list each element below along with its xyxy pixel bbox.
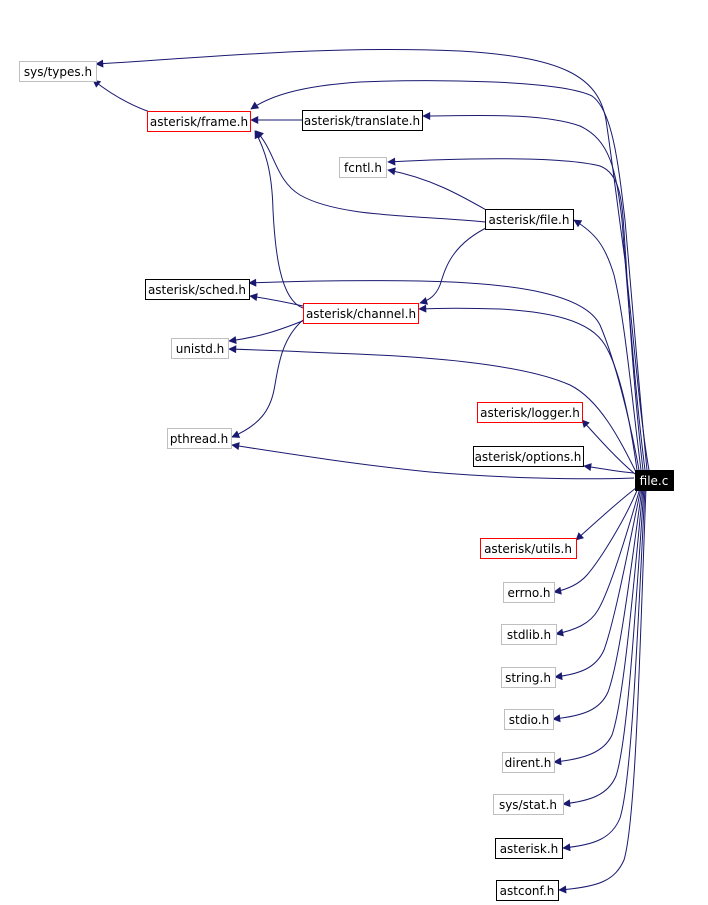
node-box bbox=[504, 709, 554, 730]
edge-file-c-to-translate bbox=[422, 111, 646, 471]
edge-channel-to-frame bbox=[254, 130, 304, 309]
node-options[interactable]: asterisk/options.h bbox=[473, 446, 584, 467]
node-label: asterisk/options.h bbox=[475, 450, 582, 464]
node-label: asterisk/utils.h bbox=[484, 542, 572, 556]
edge-file-c-to-astconf bbox=[558, 487, 647, 894]
node-label: pthread.h bbox=[170, 432, 228, 446]
edge-file-c-to-dirent bbox=[553, 487, 644, 766]
edge-file-c-to-unistd bbox=[228, 345, 637, 473]
node-label: string.h bbox=[505, 671, 551, 685]
node-box bbox=[485, 209, 574, 230]
node-box bbox=[145, 279, 250, 300]
node-asterisk[interactable]: asterisk.h bbox=[495, 838, 563, 859]
node-stdio[interactable]: stdio.h bbox=[504, 709, 554, 730]
node-box bbox=[502, 752, 555, 773]
edge-file-c-to-fcntl bbox=[387, 157, 644, 471]
node-box bbox=[503, 582, 555, 603]
node-stdlib[interactable]: stdlib.h bbox=[501, 624, 557, 645]
node-frame[interactable]: asterisk/frame.h bbox=[147, 111, 251, 132]
edge-file-c-to-channel bbox=[418, 304, 638, 471]
node-channel[interactable]: asterisk/channel.h bbox=[303, 303, 419, 324]
node-file-c-root[interactable]: file.c bbox=[635, 470, 674, 491]
node-utils[interactable]: asterisk/utils.h bbox=[480, 538, 577, 559]
edge-file-c-to-frame bbox=[250, 80, 648, 471]
node-unistd[interactable]: unistd.h bbox=[171, 338, 229, 359]
node-box bbox=[167, 428, 232, 449]
nodes-layer: sys/types.h asterisk/frame.h asterisk/tr… bbox=[19, 61, 674, 901]
node-label: file.c bbox=[640, 474, 669, 488]
node-box bbox=[147, 111, 251, 132]
node-box bbox=[501, 667, 556, 688]
node-box bbox=[501, 624, 557, 645]
edge-file-h-to-channel bbox=[419, 225, 491, 305]
edge-file-h-to-fcntl bbox=[387, 167, 489, 212]
edge-file-c-to-stdio bbox=[552, 487, 643, 723]
node-label: asterisk/file.h bbox=[489, 213, 570, 227]
node-sys-types[interactable]: sys/types.h bbox=[19, 61, 97, 82]
edge-file-c-to-options bbox=[583, 463, 635, 474]
edge-channel-to-sched bbox=[249, 293, 304, 307]
edge-file-c-to-sys-types bbox=[95, 48, 650, 471]
node-label: asterisk/logger.h bbox=[480, 406, 580, 420]
node-box bbox=[303, 303, 419, 324]
node-box bbox=[19, 61, 97, 82]
node-label: unistd.h bbox=[176, 342, 225, 356]
node-errno[interactable]: errno.h bbox=[503, 582, 555, 603]
edge-channel-to-pthread bbox=[231, 319, 304, 438]
node-box bbox=[477, 402, 583, 423]
node-label: asterisk/translate.h bbox=[304, 114, 420, 128]
node-sys-stat[interactable]: sys/stat.h bbox=[493, 794, 564, 815]
node-label: stdlib.h bbox=[507, 628, 551, 642]
edge-file-c-to-string bbox=[554, 487, 642, 681]
node-box bbox=[339, 157, 387, 178]
node-box bbox=[171, 338, 229, 359]
node-label: stdio.h bbox=[509, 713, 549, 727]
edge-channel-to-unistd bbox=[228, 319, 306, 345]
node-pthread[interactable]: pthread.h bbox=[167, 428, 232, 449]
node-label: errno.h bbox=[508, 586, 551, 600]
node-astconf[interactable]: astconf.h bbox=[496, 880, 559, 901]
edge-file-c-to-utils bbox=[575, 487, 637, 541]
edge-file-c-to-sched bbox=[248, 278, 640, 471]
node-box bbox=[493, 794, 564, 815]
edges-layer bbox=[92, 48, 650, 894]
edge-file-c-to-stdlib bbox=[555, 487, 641, 637]
node-logger[interactable]: asterisk/logger.h bbox=[477, 402, 583, 423]
node-dirent[interactable]: dirent.h bbox=[502, 752, 555, 773]
edge-file-h-to-frame bbox=[255, 130, 486, 223]
edge-frame-to-sys-types bbox=[92, 79, 151, 113]
node-label: asterisk/channel.h bbox=[306, 307, 416, 321]
edge-file-c-to-file-h bbox=[573, 219, 642, 471]
node-label: sys/stat.h bbox=[499, 798, 557, 812]
node-label: asterisk.h bbox=[500, 842, 559, 856]
node-box bbox=[635, 470, 674, 491]
edge-file-c-to-asterisk bbox=[562, 487, 646, 852]
node-box bbox=[496, 880, 559, 901]
node-file-h[interactable]: asterisk/file.h bbox=[485, 209, 574, 230]
node-string[interactable]: string.h bbox=[501, 667, 556, 688]
edge-file-c-to-sys-stat bbox=[562, 487, 645, 808]
node-translate[interactable]: asterisk/translate.h bbox=[302, 110, 423, 131]
node-label: asterisk/sched.h bbox=[148, 283, 246, 297]
node-fcntl[interactable]: fcntl.h bbox=[339, 157, 387, 178]
node-sched[interactable]: asterisk/sched.h bbox=[145, 279, 250, 300]
node-box bbox=[302, 110, 423, 131]
edge-file-c-to-pthread bbox=[231, 442, 635, 480]
edge-file-c-to-logger bbox=[581, 419, 636, 475]
node-label: sys/types.h bbox=[24, 65, 92, 79]
node-box bbox=[480, 538, 577, 559]
node-box bbox=[473, 446, 584, 467]
node-label: dirent.h bbox=[505, 756, 552, 770]
node-label: astconf.h bbox=[500, 884, 555, 898]
edge-file-c-to-errno bbox=[553, 487, 639, 595]
node-label: asterisk/frame.h bbox=[150, 115, 248, 129]
node-box bbox=[495, 838, 563, 859]
node-label: fcntl.h bbox=[344, 161, 382, 175]
